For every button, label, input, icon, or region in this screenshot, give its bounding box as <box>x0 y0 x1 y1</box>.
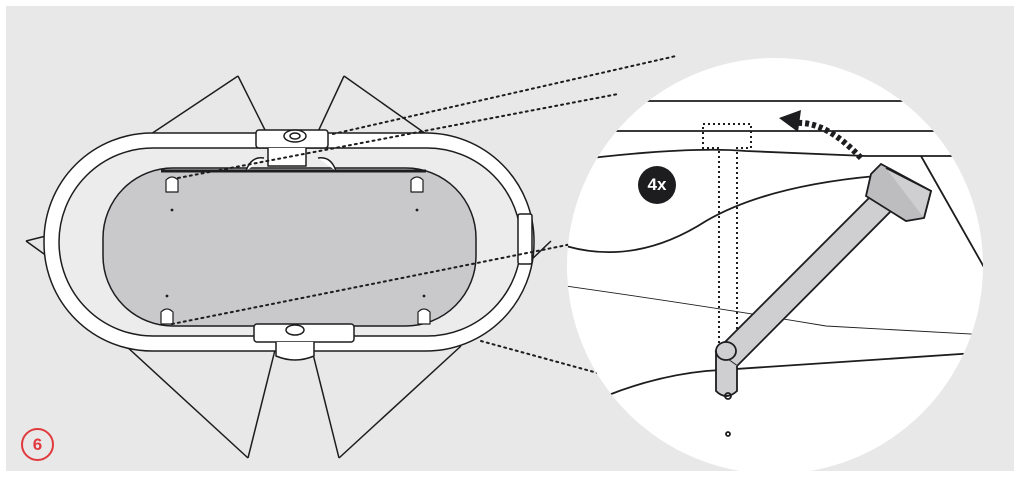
quantity-label: 4x <box>647 175 667 194</box>
support-rod <box>714 162 933 397</box>
step-number: 6 <box>32 434 43 454</box>
quantity-badge: 4x <box>638 166 676 204</box>
frame-lower <box>605 350 983 397</box>
frame-slope <box>567 148 983 162</box>
screw-holes <box>165 208 426 298</box>
fabric-fold <box>567 285 983 337</box>
assembly-illustration <box>25 55 983 471</box>
top-connector <box>245 129 337 172</box>
fabric-edge <box>567 175 877 254</box>
corner-clips <box>160 176 431 325</box>
step-number-badge: 6 <box>21 428 54 461</box>
bassinet-top-view <box>25 75 552 459</box>
bottom-connector <box>253 323 355 361</box>
rod-ghost-outline <box>702 123 752 352</box>
side-latch <box>517 213 533 265</box>
frame-diagonal <box>920 155 983 307</box>
leader-lines <box>171 55 677 379</box>
rotate-arrow-icon <box>779 110 864 161</box>
instruction-panel: 4x 6 <box>6 6 1014 471</box>
detail-zoom-circle <box>567 58 983 471</box>
